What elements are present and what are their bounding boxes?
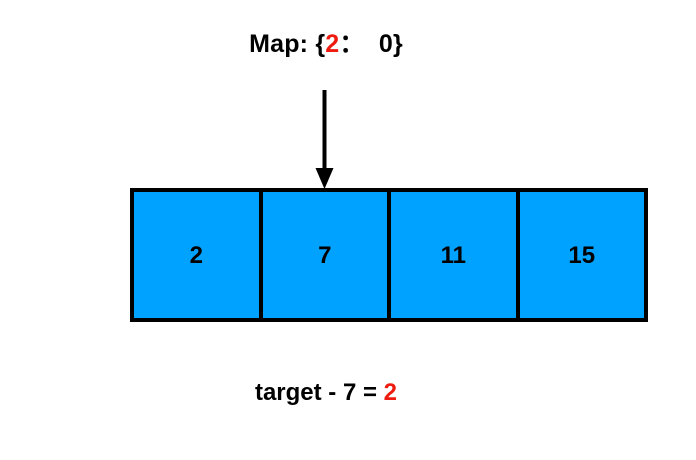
map-label-separator: ： [339, 30, 379, 58]
array-cell-value: 11 [440, 242, 466, 269]
map-label: Map: {2： 0} [0, 24, 652, 60]
map-label-suffix: } [392, 30, 403, 58]
array-cell-value: 2 [189, 242, 203, 269]
map-label-value: 0 [378, 30, 393, 58]
array-cell[interactable]: 7 [262, 192, 391, 318]
array-cell-value: 7 [318, 242, 332, 269]
array-container: 2 7 11 15 [130, 188, 648, 322]
equation-result: 2 [383, 379, 398, 406]
array-cell[interactable]: 2 [134, 192, 263, 318]
down-arrow-icon [315, 90, 334, 189]
equation-expression: target - 7 = [254, 379, 384, 406]
array-cell[interactable]: 15 [519, 192, 644, 318]
equation-label: target - 7 = 2 [0, 379, 652, 407]
map-label-prefix: Map: { [249, 30, 326, 58]
array-cell[interactable]: 11 [391, 192, 520, 318]
map-label-key: 2 [325, 30, 340, 58]
array-cell-value: 15 [568, 242, 596, 269]
